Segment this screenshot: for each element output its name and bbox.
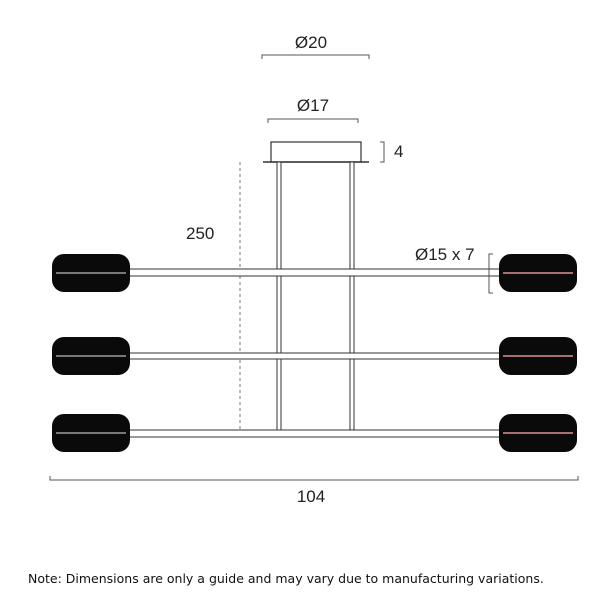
canopy-inner-diameter-dimension: Ø17: [267, 96, 359, 123]
shade-middle-left: [52, 337, 130, 375]
canopy: [263, 141, 369, 163]
drop-height-label: 250: [186, 224, 214, 243]
disclaimer-note: Note: Dimensions are only a guide and ma…: [28, 571, 544, 586]
suspension-rods: [276, 161, 355, 435]
overall-width-label: 104: [297, 487, 325, 506]
shade-bottom-right: [499, 414, 577, 452]
canopy-height-label: 4: [394, 142, 403, 161]
arm-middle: [89, 352, 539, 360]
canopy-outer-diameter-label: Ø20: [295, 33, 327, 52]
shade-top-right: [499, 254, 577, 292]
overall-width-dimension: 104: [49, 476, 579, 506]
arm-top: [89, 268, 539, 277]
shade-size-dimension: Ø15 x 7: [415, 245, 493, 294]
canopy-height-dimension: 4: [380, 141, 403, 163]
shade-size-label: Ø15 x 7: [415, 245, 475, 264]
arm-bottom: [89, 429, 539, 438]
shade-top-left: [52, 254, 130, 292]
shade-middle-right: [499, 337, 577, 375]
shade-bottom-left: [52, 414, 130, 452]
canopy-inner-diameter-label: Ø17: [297, 96, 329, 115]
drop-height-dimension: 250: [186, 162, 241, 436]
canopy-outer-diameter-dimension: Ø20: [261, 33, 370, 59]
